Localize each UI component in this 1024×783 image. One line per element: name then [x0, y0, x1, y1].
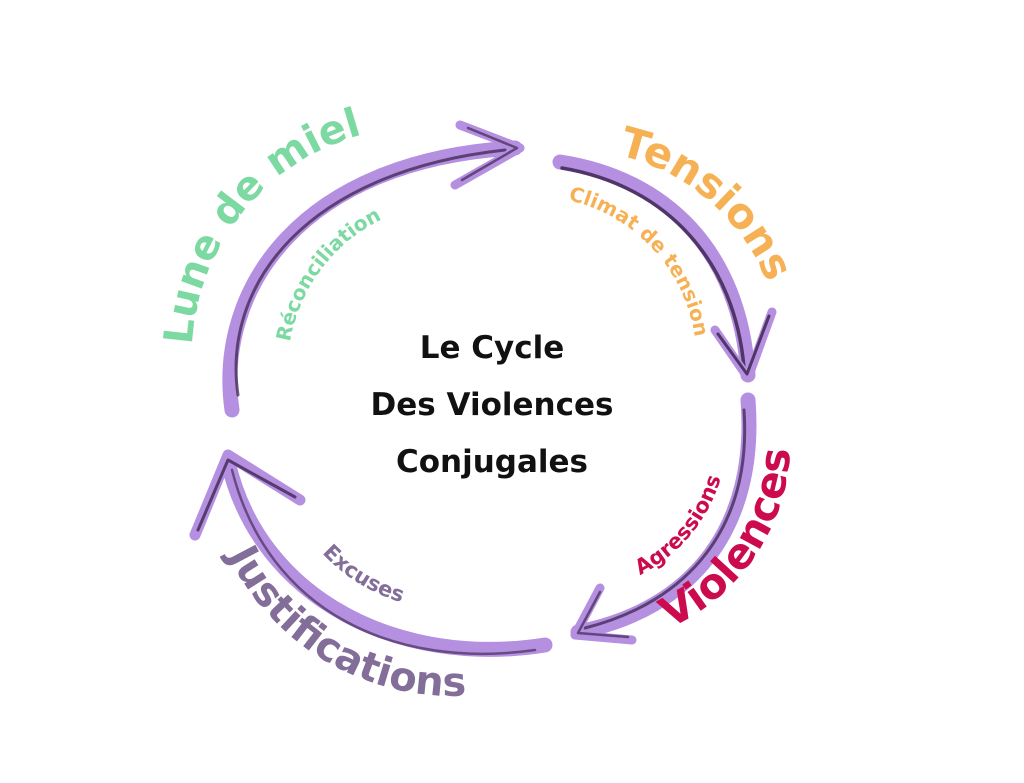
- phase-lune-de-miel-title: Lune de miel: [156, 100, 365, 346]
- arrow-to-tensions-body: [222, 140, 523, 418]
- arrow-to-justifications-head: [570, 583, 637, 645]
- center-title-line-1: Le Cycle: [419, 330, 565, 366]
- arrow-to-tensions-head-dark: [460, 126, 519, 182]
- arrow-to-violences-stroke: [560, 166, 746, 370]
- arrow-to-lune-de-miel-stroke: [230, 468, 537, 656]
- arrow-to-violences-head-dark: [716, 314, 771, 376]
- arrow-to-tensions: [222, 120, 525, 418]
- arrow-to-lune-de-miel-head-dark: [196, 458, 297, 532]
- phase-justifications-subtitle: Excuses: [318, 540, 407, 607]
- center-title: Le Cycle Des Violences Conjugales: [292, 320, 692, 491]
- center-title-line-3: Conjugales: [395, 444, 589, 480]
- arrow-to-tensions-stroke: [234, 148, 507, 397]
- center-title-line-2: Des Violences: [370, 387, 614, 423]
- phase-tensions-subtitle: Climat de tension: [567, 181, 714, 338]
- arrow-to-justifications-stroke: [583, 408, 747, 630]
- arrow-to-justifications-head-dark: [576, 590, 630, 639]
- arrow-to-violences: [552, 154, 777, 383]
- arrow-to-lune-de-miel: [189, 449, 553, 657]
- arrow-to-justifications-body: [570, 392, 757, 640]
- phase-lune-de-miel: Lune de miel Réconciliation: [156, 100, 385, 346]
- arrow-to-violences-body: [552, 154, 756, 383]
- arrow-to-justifications: [570, 392, 757, 645]
